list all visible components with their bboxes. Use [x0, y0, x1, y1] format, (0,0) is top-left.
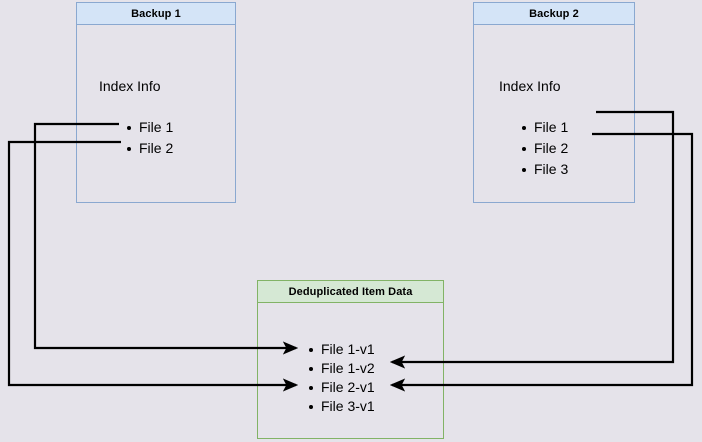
backup-1-index-label: Index Info — [99, 78, 161, 94]
deduplicated-item-data-body: File 1-v1 File 1-v2 File 2-v1 File 3-v1 — [258, 303, 443, 438]
backup-2-file-list: File 1 File 2 File 3 — [520, 117, 568, 180]
backup-1-header: Backup 1 — [77, 3, 235, 25]
backup-2-box[interactable]: Backup 2 Index Info File 1 File 2 File 3 — [473, 2, 635, 203]
dedup-file-list: File 1-v1 File 1-v2 File 2-v1 File 3-v1 — [307, 340, 375, 416]
backup-2-index-label: Index Info — [499, 78, 561, 94]
list-item[interactable]: File 3 — [520, 159, 568, 180]
backup-1-file-list: File 1 File 2 — [125, 117, 173, 159]
list-item[interactable]: File 2-v1 — [307, 378, 375, 397]
list-item[interactable]: File 1-v2 — [307, 359, 375, 378]
list-item[interactable]: File 2 — [125, 138, 173, 159]
backup-1-box[interactable]: Backup 1 Index Info File 1 File 2 — [76, 2, 236, 203]
list-item[interactable]: File 2 — [520, 138, 568, 159]
backup-2-header: Backup 2 — [474, 3, 634, 25]
list-item[interactable]: File 3-v1 — [307, 397, 375, 416]
deduplicated-item-data-box[interactable]: Deduplicated Item Data File 1-v1 File 1-… — [257, 280, 444, 439]
backup-1-body: Index Info File 1 File 2 — [77, 25, 235, 202]
list-item[interactable]: File 1 — [125, 117, 173, 138]
backup-2-body: Index Info File 1 File 2 File 3 — [474, 25, 634, 202]
deduplicated-item-data-header: Deduplicated Item Data — [258, 281, 443, 303]
list-item[interactable]: File 1 — [520, 117, 568, 138]
list-item[interactable]: File 1-v1 — [307, 340, 375, 359]
